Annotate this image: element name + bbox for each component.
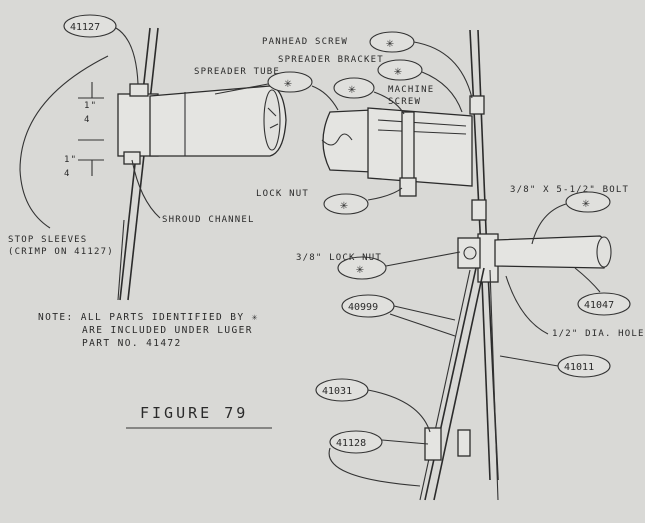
label-bolt: 3/8" X 5-1/2" BOLT	[510, 185, 629, 195]
star-panhead-screw: ✳	[369, 31, 473, 99]
hole-leader	[505, 275, 549, 335]
stop-sleeve-arc	[19, 55, 109, 229]
label-screw: SCREW	[388, 97, 421, 107]
star-lock-nut-38: ✳	[337, 251, 461, 280]
part-41031: 41031	[315, 378, 431, 433]
svg-text:✳: ✳	[284, 76, 292, 91]
dim-label-1: 1"	[84, 101, 97, 111]
part-41011: 41011	[499, 354, 611, 378]
label-shroud-channel: SHROUD CHANNEL	[162, 215, 255, 225]
label-stop-sleeves: STOP SLEEVES	[8, 235, 87, 245]
label-crimp-on: (CRIMP ON 41127)	[8, 247, 114, 257]
svg-text:41011: 41011	[564, 362, 594, 373]
label-spreader-tube: SPREADER TUBE	[194, 67, 280, 77]
left-spreader-tube	[117, 83, 287, 165]
star-lock-nut: ✳	[323, 187, 403, 215]
figure-title: FIGURE 79	[140, 404, 248, 422]
label-machine: MACHINE	[388, 85, 434, 95]
svg-text:40999: 40999	[348, 302, 378, 313]
star-bolt: ✳	[531, 191, 611, 245]
label-lock-nut-38: 3/8" LOCK NUT	[296, 253, 382, 263]
star-spreader-tube: ✳	[214, 71, 339, 111]
label-panhead-screw: PANHEAD SCREW	[262, 37, 348, 47]
star-machine-screw: ✳	[333, 77, 405, 115]
svg-text:41128: 41128	[336, 438, 366, 449]
bolt-assembly	[457, 233, 612, 283]
svg-text:✳: ✳	[356, 262, 364, 277]
note-line-1: NOTE: ALL PARTS IDENTIFIED BY ✳	[38, 312, 259, 323]
part-41127: 41127	[63, 14, 139, 85]
part-40999: 40999	[341, 294, 456, 337]
part-41047: 41047	[574, 267, 631, 316]
svg-text:✳: ✳	[348, 82, 356, 97]
svg-text:✳: ✳	[340, 198, 348, 213]
svg-text:41047: 41047	[584, 300, 614, 311]
dim-label-1-den: 4	[84, 115, 91, 125]
label-lock-nut: LOCK NUT	[256, 189, 309, 199]
spreader-bracket	[367, 107, 473, 197]
dim-label-2-den: 4	[64, 169, 71, 179]
label-hole: 1/2" DIA. HOLE	[552, 329, 645, 339]
svg-text:✳: ✳	[386, 36, 394, 51]
dimension-marks: 1" 4 1" 4	[64, 82, 104, 179]
note-line-3: PART NO. 41472	[82, 338, 182, 349]
note-line-2: ARE INCLUDED UNDER LUGER	[82, 325, 253, 336]
right-spreader-tube	[321, 109, 373, 173]
svg-text:41127: 41127	[70, 22, 100, 33]
shroud-channel-leader	[131, 159, 161, 219]
svg-text:✳: ✳	[582, 196, 590, 211]
svg-text:✳: ✳	[394, 64, 402, 79]
dim-label-2: 1"	[64, 155, 77, 165]
svg-text:41031: 41031	[322, 386, 352, 397]
lower-struts	[419, 267, 499, 501]
star-spreader-bracket: ✳	[377, 59, 463, 113]
part-41128: 41128	[328, 430, 429, 487]
label-spreader-bracket: SPREADER BRACKET	[278, 55, 384, 65]
